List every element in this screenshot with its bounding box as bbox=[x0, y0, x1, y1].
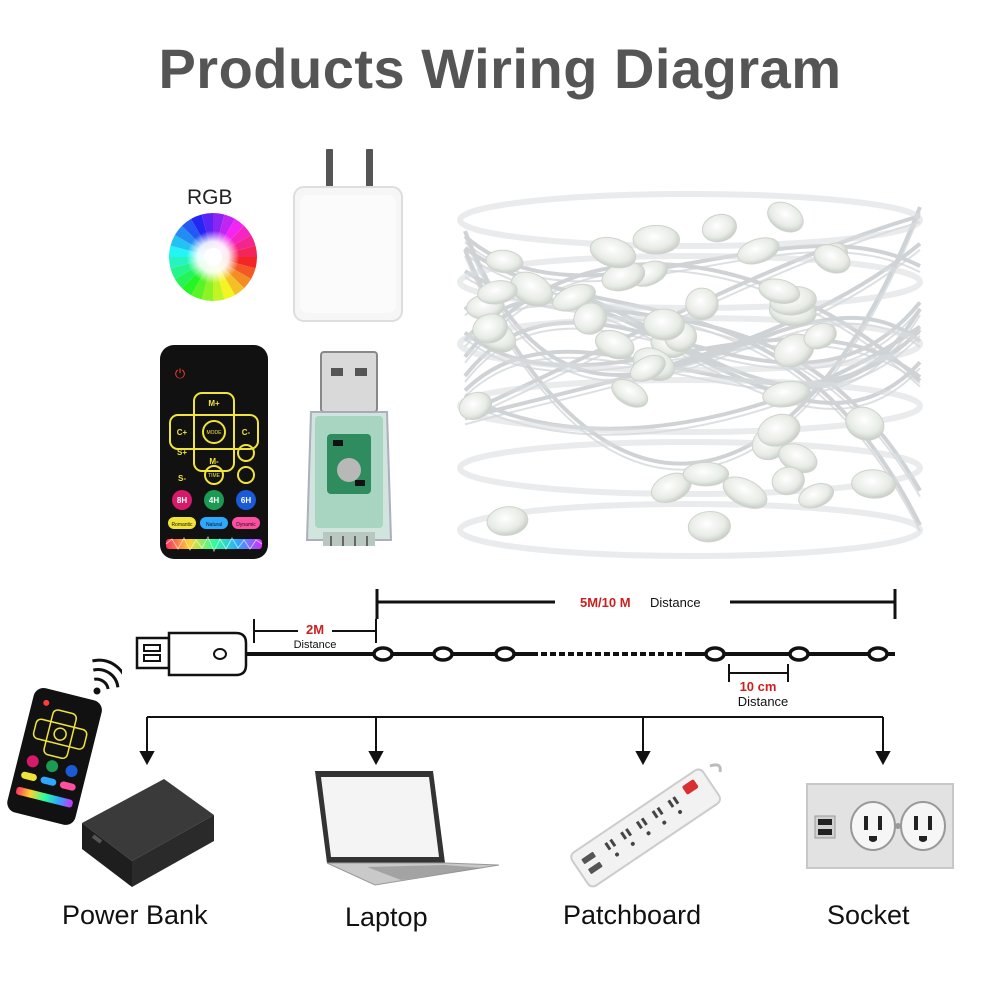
wireless-remote bbox=[7, 658, 122, 825]
destination-patchboard-label: Patchboard bbox=[563, 900, 702, 930]
remote-key-m-minus: M- bbox=[209, 457, 219, 466]
remote-key-8h: 8H bbox=[177, 496, 187, 505]
remote-key-4h: 4H bbox=[209, 496, 219, 505]
power-strip bbox=[570, 763, 722, 888]
laptop bbox=[315, 771, 500, 886]
remote-key-s-plus: S+ bbox=[177, 448, 187, 457]
remote-key-c-minus: C- bbox=[242, 428, 251, 437]
destination-power-bank-label: Power Bank bbox=[62, 900, 208, 930]
power-bank bbox=[82, 779, 214, 887]
wifi-signal-icon bbox=[92, 658, 122, 695]
lead-length-caption: Distance bbox=[294, 639, 337, 651]
strip-length-value: 5M/10 M bbox=[580, 595, 631, 610]
page-title: Products Wiring Diagram bbox=[158, 37, 842, 100]
strip-length-caption: Distance bbox=[650, 595, 701, 610]
rgb-color-wheel-icon bbox=[169, 213, 257, 301]
remote-key-s-minus: S- bbox=[178, 474, 186, 483]
usb-controller bbox=[305, 351, 393, 546]
rgb-label: RGB bbox=[187, 186, 233, 209]
remote-key-natural: Natural bbox=[206, 522, 222, 528]
remote-key-romantic: Romantic bbox=[171, 522, 193, 528]
remote-key-6h: 6H bbox=[241, 496, 251, 505]
wall-socket bbox=[806, 783, 954, 869]
coiled-led-string-lights bbox=[457, 191, 923, 559]
wiring-schematic: 5M/10 M Distance 2M Distance bbox=[135, 589, 897, 682]
destination-socket-label: Socket bbox=[827, 900, 910, 930]
usb-wall-adapter bbox=[293, 149, 403, 322]
destination-laptop-label: Laptop bbox=[345, 902, 428, 932]
remote-key-center: MODE bbox=[207, 430, 223, 436]
remote-key-time: TIME bbox=[208, 473, 221, 479]
spacing-caption: Distance bbox=[737, 694, 789, 709]
remote-key-c-plus: C+ bbox=[177, 428, 188, 437]
remote-power-icon: ⏻ bbox=[175, 366, 185, 381]
remote-key-m-plus: M+ bbox=[208, 399, 220, 408]
power-source-arrows bbox=[139, 716, 891, 766]
lead-length-value: 2M bbox=[306, 622, 324, 637]
remote-key-dynamic: Dynamic bbox=[236, 522, 256, 528]
spacing-value: 10 cm bbox=[739, 679, 777, 694]
remote-control: ⏻ M+ M- C+ C- MODE S+ S- TIME 8H 4H 6H R… bbox=[160, 345, 268, 559]
